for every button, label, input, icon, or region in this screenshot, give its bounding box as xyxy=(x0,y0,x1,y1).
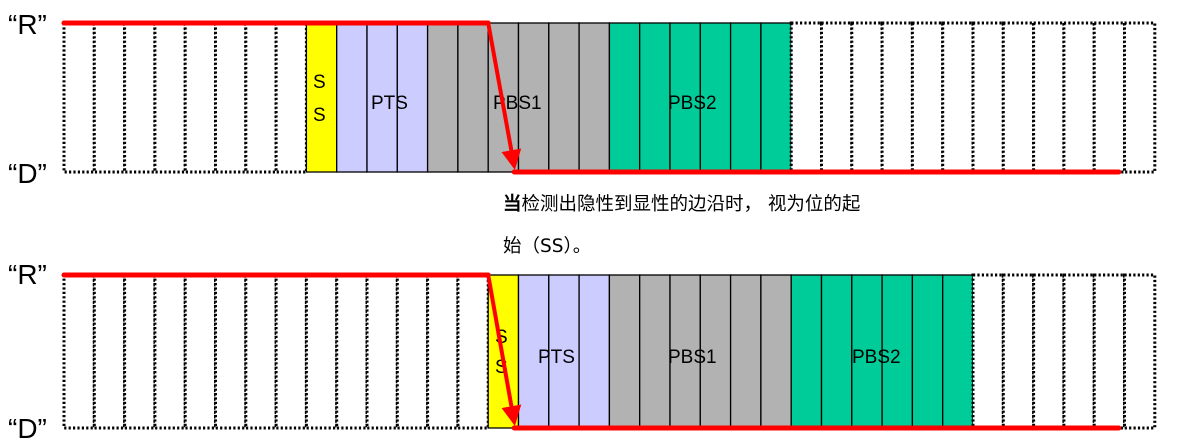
pbs2-slot xyxy=(760,22,792,173)
idle-slot xyxy=(1123,21,1157,174)
pts-slot xyxy=(578,274,611,429)
idle-slot xyxy=(123,21,157,174)
pbs2-slot xyxy=(942,274,974,429)
pbs1-slot xyxy=(729,274,762,429)
signal-lower xyxy=(61,272,1122,431)
level-label-recessive-lower: “R” xyxy=(8,259,47,290)
signal-falling-edge-lower xyxy=(486,274,522,426)
idle-slot xyxy=(335,273,369,430)
pbs2-label-lower: PBS2 xyxy=(852,347,901,368)
pts-label-upper: PTS xyxy=(371,93,408,114)
idle-slot xyxy=(1032,273,1066,430)
idle-slot xyxy=(1032,21,1066,174)
pbs1-slot xyxy=(548,22,580,173)
pbs2-slot xyxy=(881,274,914,429)
timeline-upper-cells xyxy=(62,21,1157,174)
level-label-dominant-lower: “D” xyxy=(8,413,47,444)
timeline-lower-cells xyxy=(62,273,1157,430)
idle-slot xyxy=(1001,21,1036,174)
pbs1-slot xyxy=(639,274,671,429)
idle-slot xyxy=(153,273,187,430)
idle-slot xyxy=(971,273,1005,430)
idle-slot xyxy=(365,273,399,430)
level-label-recessive-upper: “R” xyxy=(8,9,47,40)
idle-slot xyxy=(1092,21,1126,174)
idle-slot xyxy=(971,21,1005,174)
ss-slot xyxy=(305,22,338,173)
idle-slot xyxy=(789,21,824,174)
idle-slot xyxy=(183,21,217,174)
pbs2-slot xyxy=(911,274,944,429)
pbs1-slot xyxy=(608,274,641,429)
idle-slot xyxy=(426,273,460,430)
idle-slot xyxy=(910,21,945,174)
idle-slot xyxy=(244,21,278,174)
pbs2-slot xyxy=(639,22,671,173)
pbs1-slot xyxy=(457,22,489,173)
idle-slot xyxy=(183,273,217,430)
idle-slot xyxy=(244,273,278,430)
pts-slot xyxy=(336,22,368,173)
idle-slot xyxy=(1062,273,1096,430)
pbs1-label-lower: PBS1 xyxy=(668,347,717,368)
idle-slot xyxy=(92,21,127,174)
caption-lead-char: 当 xyxy=(503,194,522,215)
pbs1-slot xyxy=(760,274,792,429)
pbs2-slot xyxy=(790,274,823,429)
pbs2-slot xyxy=(729,22,762,173)
idle-slot xyxy=(395,273,430,430)
signal-falling-edge-upper xyxy=(486,22,522,170)
signal-upper xyxy=(61,20,1122,175)
pbs2-slot xyxy=(669,22,701,173)
idle-slot xyxy=(153,21,187,174)
idle-slot xyxy=(214,21,248,174)
idle-slot xyxy=(92,273,127,430)
timeline-lower: “R” “D” S S PTS PBS1 PBS2 xyxy=(8,259,1157,444)
idle-slot xyxy=(1092,273,1126,430)
pbs2-label-upper: PBS2 xyxy=(668,93,717,114)
pbs1-slot xyxy=(426,22,459,173)
idle-slot xyxy=(456,273,490,430)
idle-slot xyxy=(274,273,308,430)
caption-line2: 始（SS）。 xyxy=(503,236,592,257)
level-label-dominant-upper: “D” xyxy=(8,158,47,189)
idle-slot xyxy=(62,273,96,430)
pts-slot xyxy=(366,22,398,173)
idle-slot xyxy=(1062,21,1096,174)
caption-line1: 检测出隐性到显性的边沿时， 视为位的起 xyxy=(521,194,861,215)
pbs2-slot xyxy=(820,274,853,429)
idle-slot xyxy=(1123,273,1157,430)
idle-slot xyxy=(123,273,157,430)
idle-slot xyxy=(850,21,884,174)
pbs2-slot xyxy=(699,22,732,173)
idle-slot xyxy=(214,273,248,430)
timeline-upper: “R” “D” S S PTS PBS1 PBS2 xyxy=(8,9,1157,189)
idle-slot xyxy=(274,21,308,174)
pbs1-slot xyxy=(669,274,701,429)
pbs2-slot xyxy=(608,22,641,173)
pts-label-lower: PTS xyxy=(538,347,575,368)
pbs1-slot xyxy=(578,22,611,173)
idle-slot xyxy=(1001,273,1036,430)
pts-slot xyxy=(548,274,580,429)
ss-caption: 当检测出隐性到显性的边沿时， 视为位的起始（SS）。 xyxy=(503,184,983,268)
ss-label-upper-char2: S xyxy=(313,105,326,126)
idle-slot xyxy=(304,273,339,430)
idle-slot xyxy=(820,21,854,174)
ss-label-upper-char1: S xyxy=(313,72,326,93)
idle-slot xyxy=(941,21,975,174)
idle-slot xyxy=(880,21,914,174)
idle-slot xyxy=(62,21,96,174)
